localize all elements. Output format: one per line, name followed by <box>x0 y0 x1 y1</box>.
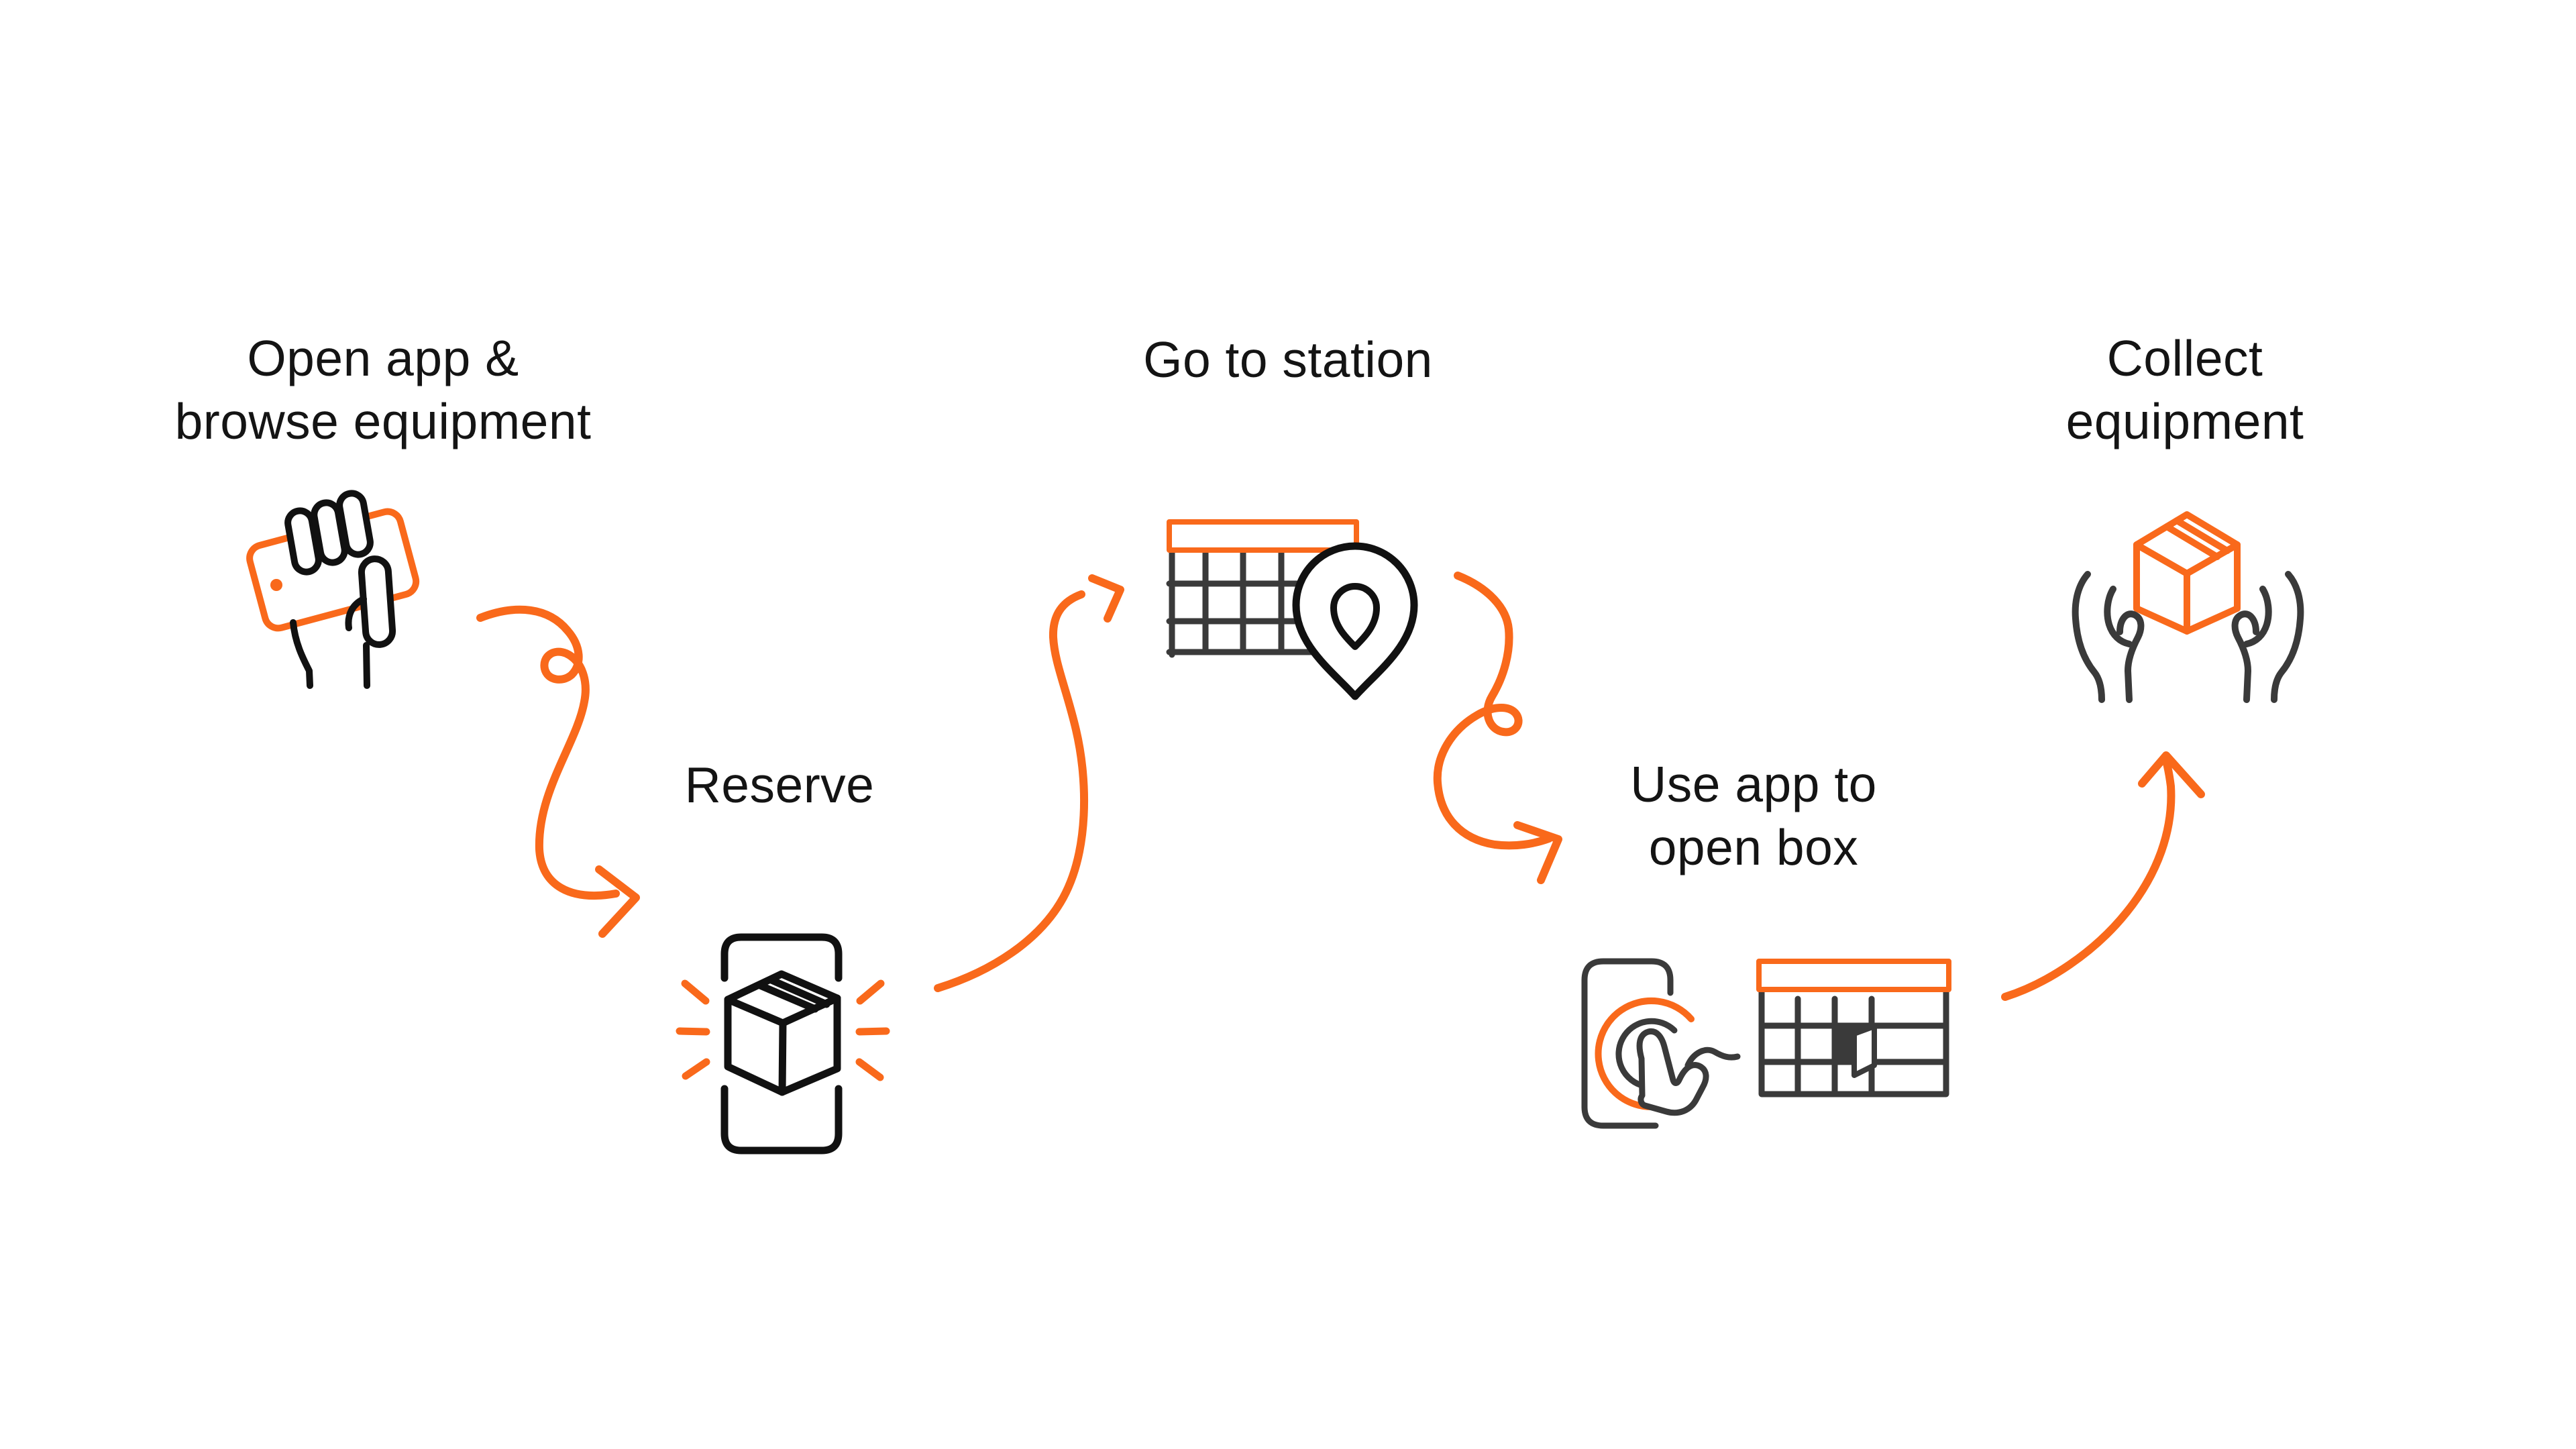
right-hand <box>2231 571 2304 703</box>
step3-label: Go to station <box>1143 331 1433 388</box>
package-box <box>2133 511 2241 635</box>
step4-label-line1: Use app to <box>1630 756 1877 812</box>
hand-holding-phone-icon <box>246 490 420 689</box>
phone-camera-dot <box>270 579 282 591</box>
tap-phone-icon <box>1581 958 1741 1129</box>
left-hand <box>2072 571 2145 703</box>
curved-arrow-step4-to-step5-icon <box>2001 751 2205 1001</box>
locker-station-with-map-pin-icon <box>1166 519 1418 700</box>
phone-with-package-icon <box>676 933 890 1155</box>
station-header-bar <box>1167 519 1359 553</box>
open-locker-icon <box>1756 959 1951 1097</box>
hands-holding-package-icon <box>2072 511 2304 703</box>
tap-phone-and-open-locker-icon <box>1581 958 1951 1129</box>
locker-header-bar <box>1756 959 1951 992</box>
map-pin-icon <box>1292 542 1418 700</box>
step2-label: Reserve <box>684 757 875 813</box>
step1-label-line1: Open app & <box>247 330 519 386</box>
highlight-rays <box>676 979 890 1081</box>
step1-label-line2: browse equipment <box>174 393 592 449</box>
curved-arrow-step2-to-step3-icon <box>934 574 1124 992</box>
curved-arrow-step3-to-step4-icon <box>1433 572 1562 884</box>
step5-label-line1: Collect <box>2106 330 2263 386</box>
curved-arrow-step1-to-step2-icon <box>476 605 640 938</box>
locker-door <box>1851 1024 1877 1078</box>
step5-label-line2: equipment <box>2065 393 2304 449</box>
step4-label-line2: open box <box>1648 819 1859 875</box>
